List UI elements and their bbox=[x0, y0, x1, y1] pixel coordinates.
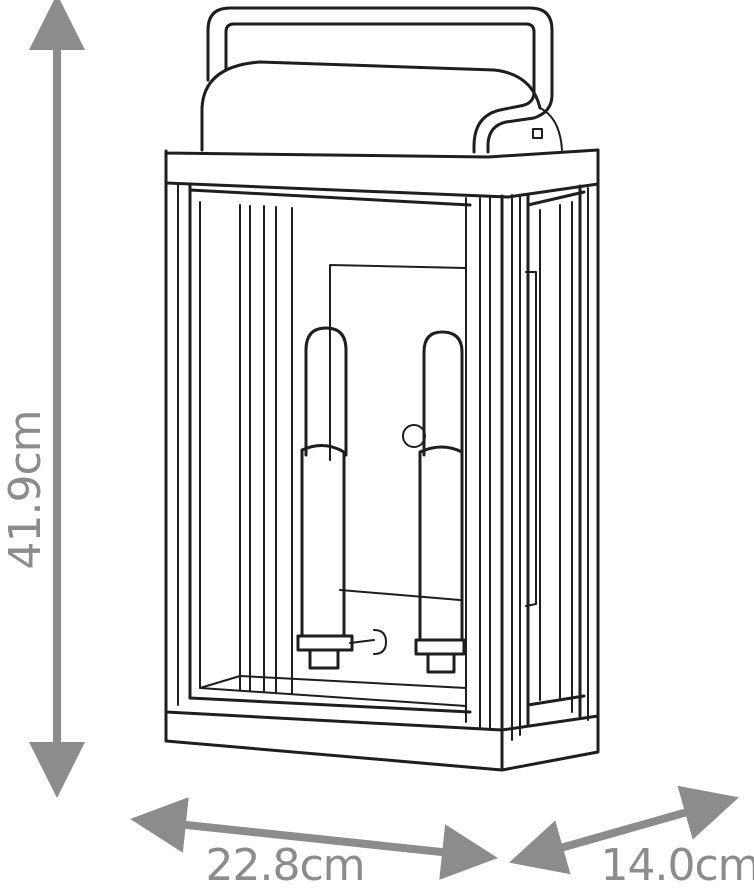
inner-floor bbox=[199, 675, 467, 707]
width-dimension: 22.8cm bbox=[130, 797, 498, 888]
left-candle-flame bbox=[304, 326, 348, 457]
front-frame bbox=[164, 181, 504, 772]
left-candle-arm bbox=[349, 629, 387, 655]
roof-back bbox=[539, 107, 563, 151]
handle-hook bbox=[472, 90, 554, 154]
right-candle-cup bbox=[414, 638, 466, 674]
side-bars bbox=[539, 187, 589, 721]
lantern-drawing bbox=[164, 6, 600, 772]
left-candle-sleeve bbox=[300, 444, 346, 638]
side-frame bbox=[526, 182, 600, 728]
depth-arrow bbox=[509, 785, 739, 875]
roof-square-detail bbox=[532, 128, 543, 139]
front-left-bars bbox=[177, 184, 293, 706]
depth-label: 14.0cm bbox=[600, 840, 754, 888]
width-arrow bbox=[130, 797, 498, 880]
right-candle-flame bbox=[422, 330, 464, 457]
lantern-base bbox=[164, 710, 600, 772]
lantern-roof bbox=[200, 60, 542, 152]
depth-dimension: 14.0cm bbox=[509, 785, 754, 888]
front-right-bars bbox=[465, 194, 521, 741]
left-candle-cup bbox=[296, 634, 354, 670]
height-dimension: 41.9cm bbox=[0, 0, 85, 798]
height-label: 41.9cm bbox=[0, 410, 51, 569]
lantern-top-cap bbox=[164, 148, 600, 199]
width-label: 22.8cm bbox=[205, 840, 364, 888]
right-candle-knob bbox=[402, 424, 426, 448]
back-plate bbox=[329, 264, 537, 607]
right-candle-sleeve bbox=[418, 445, 464, 642]
lantern-handle bbox=[206, 6, 554, 97]
